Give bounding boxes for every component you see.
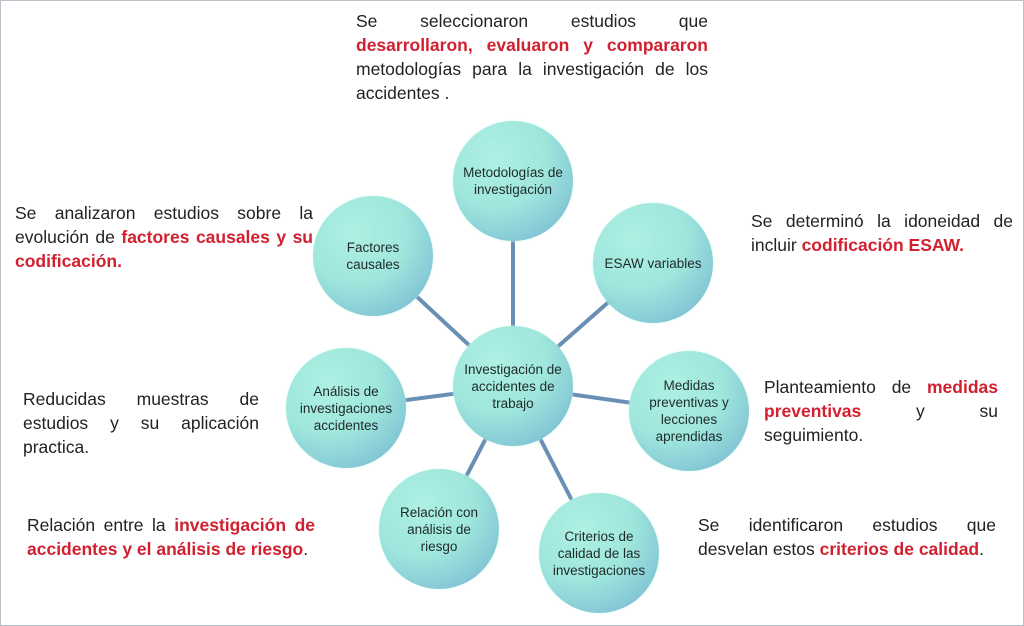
note-text: Se identificaron estudios que desvelan e… (698, 515, 996, 559)
note-text: Se analizaron estudios sobre la evolució… (15, 203, 313, 247)
node-label: Relación con análisis de riesgo (399, 504, 479, 554)
note-left-bottom: Relación entre la investigación de accid… (27, 513, 315, 561)
center-label: Investigación de accidentes de trabajo (464, 361, 562, 411)
highlighted-text: codificación ESAW. (801, 235, 964, 255)
node-label: Metodologías de investigación (463, 165, 563, 197)
note-right-top: Se determinó la idoneidad de incluir cod… (751, 209, 1013, 257)
node-label: Medidas preventivas y lecciones aprendid… (649, 378, 729, 444)
node-esaw: ESAW variables (593, 203, 713, 323)
note-text: Reducidas muestras de estudios y su apli… (23, 389, 259, 457)
note-right-mid: Planteamiento de medidas preventivas y s… (764, 375, 998, 447)
highlighted-text: desarrollaron, evaluaron y compararon (356, 35, 708, 55)
note-text: y su seguimiento. (764, 401, 998, 445)
node-criterios: Criterios de calidad de las investigacio… (539, 493, 659, 613)
node-factores: Factores causales (313, 196, 433, 316)
note-text: Se seleccionaron estudios que (356, 11, 708, 31)
node-label: Análisis de investigaciones accidentes (299, 383, 393, 433)
note-right-bottom: Se identificaron estudios que desvelan e… (698, 513, 996, 561)
highlighted-text: investigación de accidentes y el análisi… (27, 515, 315, 559)
note-left-mid: Reducidas muestras de estudios y su apli… (23, 387, 259, 459)
note-text: . (303, 539, 309, 559)
node-label: Factores causales (346, 240, 400, 272)
note-text: Planteamiento de (764, 377, 927, 397)
note-text: . (979, 539, 984, 559)
node-label: Criterios de calidad de las investigacio… (552, 528, 646, 578)
note-text: Se determinó la idoneidad de incluir (751, 211, 1013, 255)
highlighted-text: factores causales y su codificación. (15, 227, 313, 271)
note-top: Se seleccionaron estudios que desarrolla… (356, 9, 708, 105)
center-node: Investigación de accidentes de trabajo (453, 326, 573, 446)
node-relacion: Relación con análisis de riesgo (379, 469, 499, 589)
highlighted-text: criterios de calidad (819, 539, 980, 559)
node-analisis: Análisis de investigaciones accidentes (286, 348, 406, 468)
note-left-top: Se analizaron estudios sobre la evolució… (15, 201, 313, 273)
highlighted-text: medidas preventivas (764, 377, 998, 421)
note-text: Relación entre la (27, 515, 175, 535)
node-metodologias: Metodologías de investigación (453, 121, 573, 241)
node-medidas: Medidas preventivas y lecciones aprendid… (629, 351, 749, 471)
note-text: metodologías para la investigación de lo… (356, 59, 708, 103)
node-label: ESAW variables (604, 255, 702, 271)
